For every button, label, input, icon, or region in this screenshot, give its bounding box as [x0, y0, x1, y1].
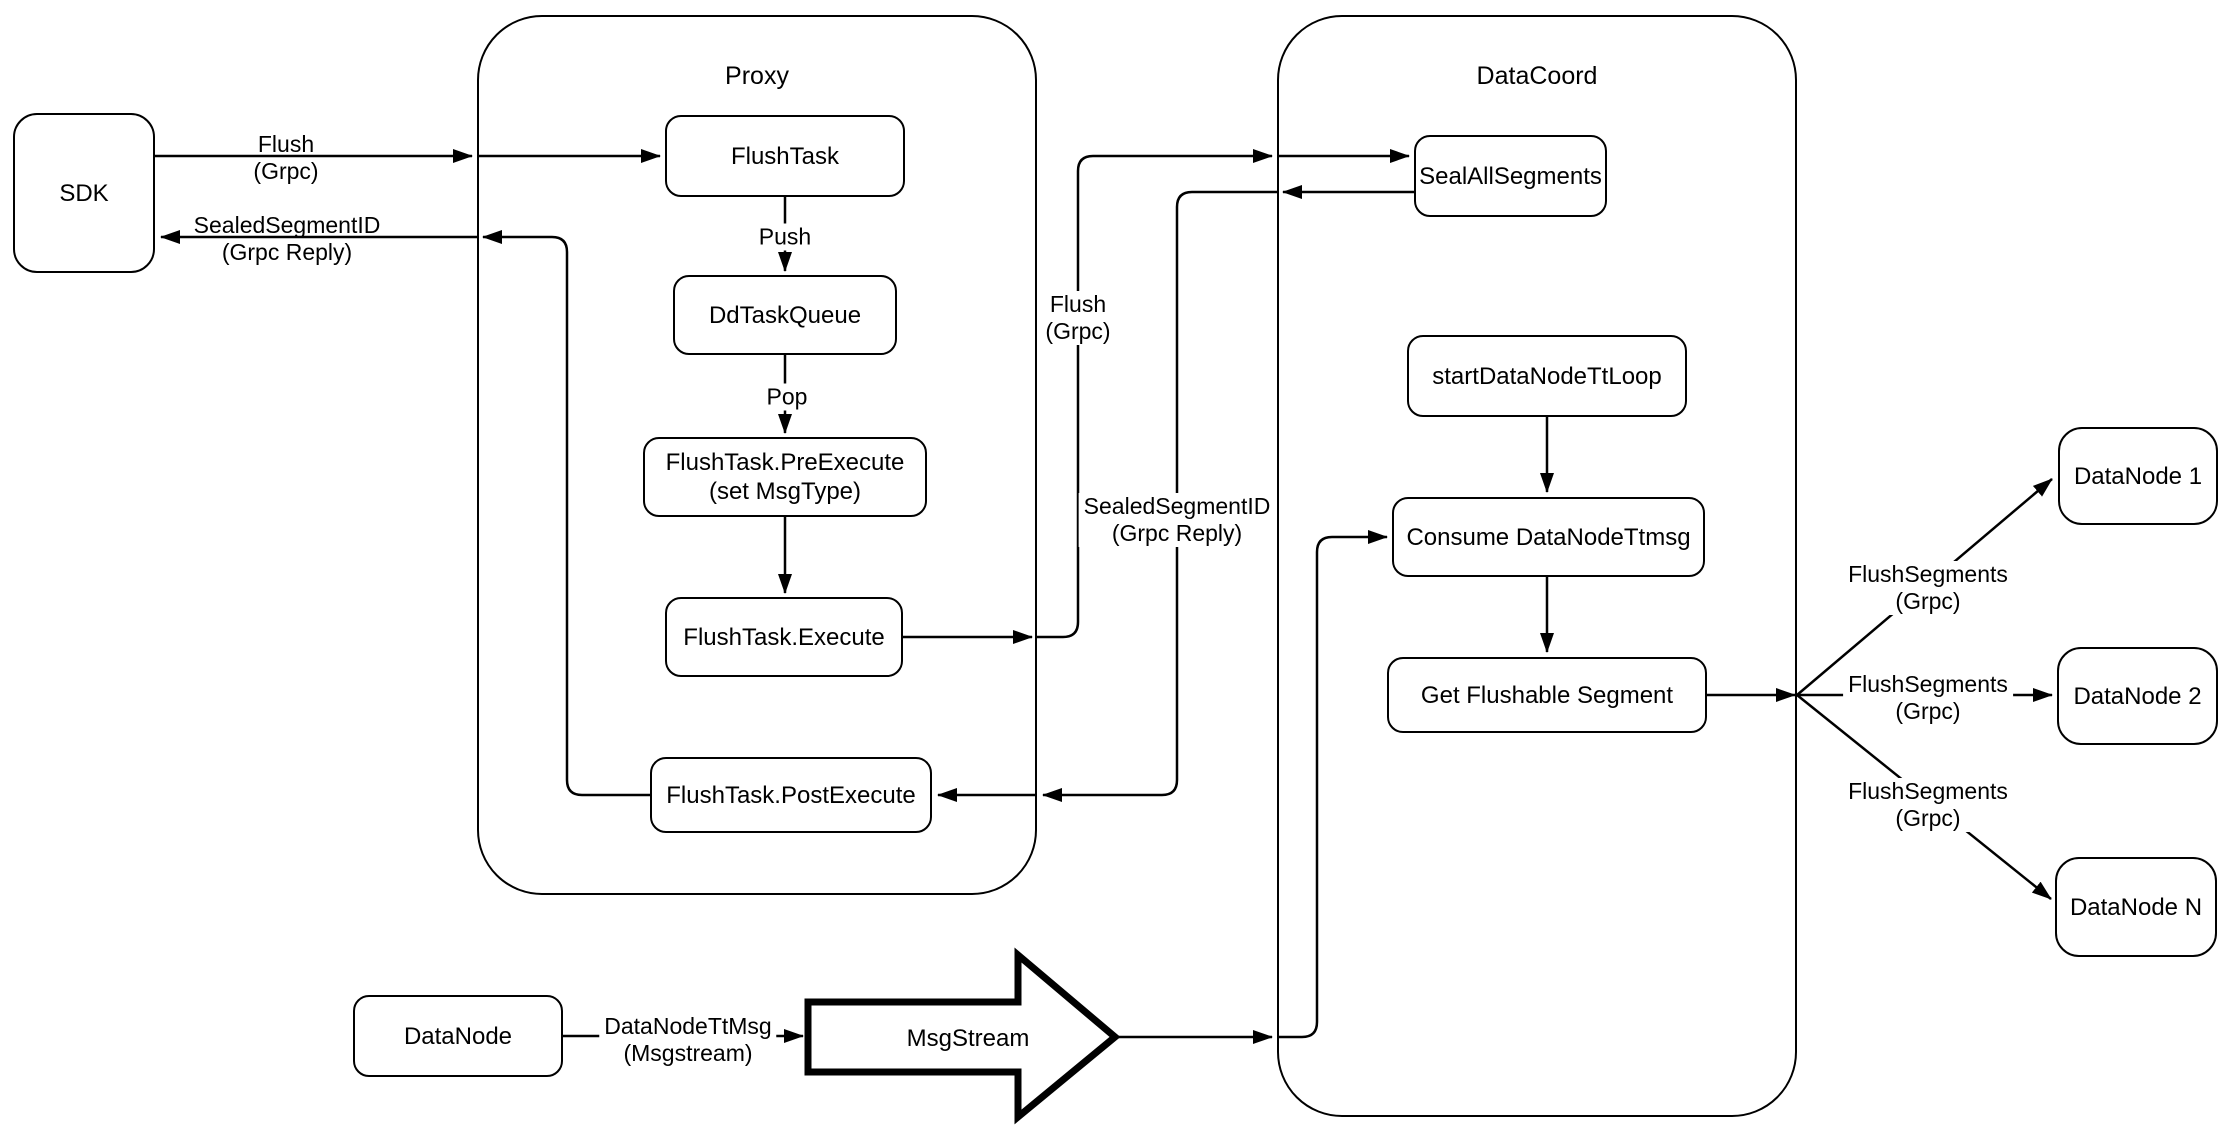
node-flushtask-postexecute: FlushTask.PostExecute [650, 757, 932, 833]
label-sealedsegmentid-mid: SealedSegmentID (Grpc Reply) [1078, 493, 1276, 547]
label-datanodettmsg: DataNodeTtMsg (Msgstream) [599, 1013, 777, 1067]
datacoord-title: DataCoord [1476, 62, 1598, 90]
edge-postexecute-to-proxy-boundary [482, 230, 650, 797]
node-ddtaskqueue: DdTaskQueue [673, 275, 897, 355]
node-consume-datanodettmsg: Consume DataNodeTtmsg [1392, 497, 1705, 577]
label-flush-grpc-mid: Flush (Grpc) [1040, 291, 1116, 345]
label-flushsegments-1: FlushSegments (Grpc) [1843, 561, 2013, 615]
proxy-container [477, 15, 1037, 895]
label-push: Push [753, 223, 817, 251]
label-flush-grpc-sdk: Flush (Grpc) [253, 131, 319, 184]
label-flushsegments-n: FlushSegments (Grpc) [1843, 778, 2013, 832]
node-flushtask-execute: FlushTask.Execute [665, 597, 903, 677]
node-sdk: SDK [13, 113, 155, 273]
proxy-title: Proxy [725, 62, 789, 90]
node-datanode-source: DataNode [353, 995, 563, 1077]
node-sealallsegments: SealAllSegments [1414, 135, 1607, 217]
datacoord-container [1277, 15, 1797, 1117]
node-flushtask: FlushTask [665, 115, 905, 197]
node-datanode-1: DataNode 1 [2058, 427, 2218, 525]
msgstream-label: MsgStream [906, 1025, 1030, 1052]
edge-flush-to-datacoord-boundary [1037, 149, 1273, 639]
edge-msgstream-to-consume [1277, 530, 1388, 1039]
label-pop: Pop [761, 383, 813, 411]
node-startdatanodettloop: startDataNodeTtLoop [1407, 335, 1687, 417]
node-datanode-2: DataNode 2 [2057, 647, 2218, 745]
node-datanode-n: DataNode N [2055, 857, 2217, 957]
node-flushtask-preexecute: FlushTask.PreExecute (set MsgType) [643, 437, 927, 517]
msgstream-arrow-shape [804, 947, 1121, 1125]
node-get-flushable-segment: Get Flushable Segment [1387, 657, 1707, 733]
label-sealedsegmentid-sdk: SealedSegmentID (Grpc Reply) [193, 212, 381, 265]
label-flushsegments-2: FlushSegments (Grpc) [1843, 671, 2013, 725]
